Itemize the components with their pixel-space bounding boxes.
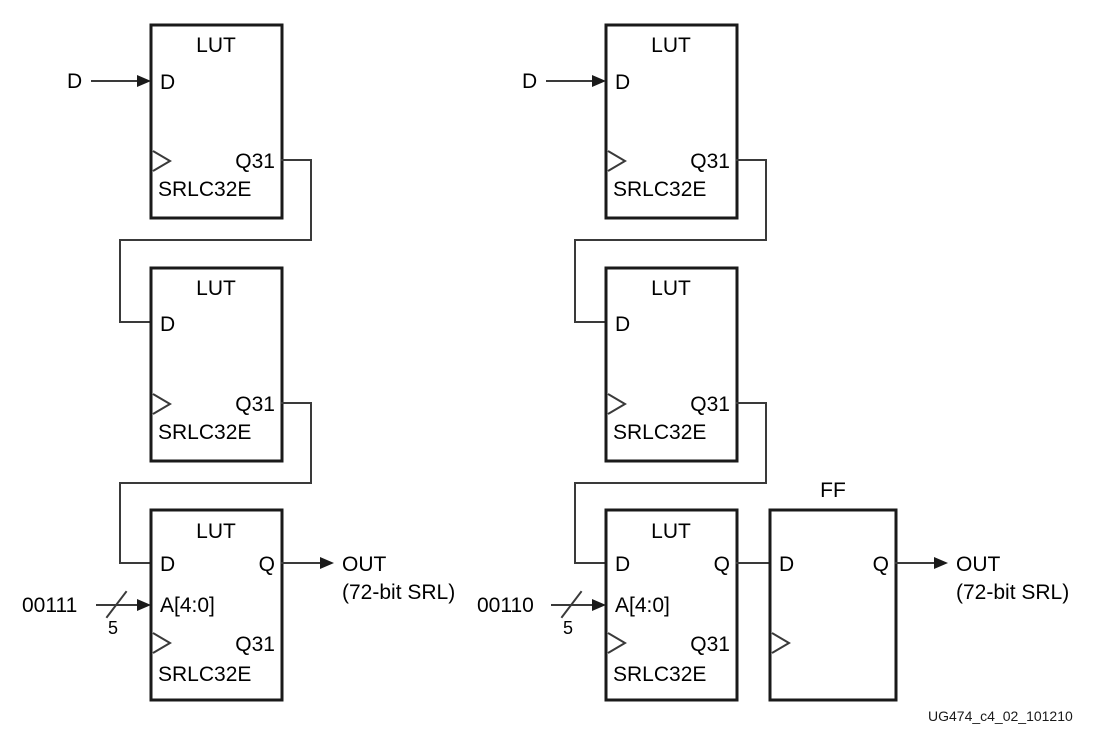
right-srl-1-clock-icon (607, 150, 627, 172)
right-srl-3-title: LUT (651, 520, 691, 543)
left-srl-3-pin-q: Q (259, 553, 275, 576)
right-srl-1-title: LUT (651, 34, 691, 57)
right-input-arrowhead (592, 75, 606, 87)
left-srl-1-title: LUT (196, 34, 236, 57)
figure-footer-label: UG474_c4_02_101210 (928, 708, 1073, 724)
right-srl-1-block[interactable] (604, 23, 739, 220)
right-wire-srl1-to-srl2 (574, 159, 767, 323)
right-address-arrowhead (592, 599, 606, 611)
right-srl-3-pin-d: D (615, 553, 630, 576)
left-srl-1-pin-q31: Q31 (235, 150, 275, 173)
left-input-signal-label: D (67, 70, 82, 93)
left-srl-2-clock-icon (152, 393, 172, 415)
left-srl-2-subtitle: SRLC32E (158, 421, 251, 444)
left-address-bus-width-label: 5 (108, 618, 118, 638)
left-address-arrowhead (137, 599, 151, 611)
left-srl-2-pin-q31: Q31 (235, 393, 275, 416)
right-srl-2-subtitle: SRLC32E (613, 421, 706, 444)
right-input-signal-label: D (522, 70, 537, 93)
left-srl-3-block[interactable] (149, 508, 284, 702)
left-srl-2-title: LUT (196, 277, 236, 300)
left-output-signal-label: OUT (342, 553, 387, 576)
left-srl-1-clock-icon (152, 150, 172, 172)
right-srl-2-block[interactable] (604, 266, 739, 463)
left-srl-1-pin-d: D (160, 71, 175, 94)
right-wire-srl2-to-srl3 (574, 402, 767, 564)
right-output-note-label: (72-bit SRL) (956, 581, 1069, 604)
right-srl-2-pin-d: D (615, 313, 630, 336)
left-address-bus-slash (105, 590, 128, 619)
left-srl-2-pin-d: D (160, 313, 175, 336)
right-srl-2-title: LUT (651, 277, 691, 300)
right-ff-clock-icon (771, 632, 791, 654)
right-srl-1-pin-q31: Q31 (690, 150, 730, 173)
left-srl-1-subtitle: SRLC32E (158, 178, 251, 201)
left-srl-2-block[interactable] (149, 266, 284, 463)
left-input-arrowhead (137, 75, 151, 87)
left-wire-srl1-to-srl2 (119, 159, 312, 323)
left-address-value-label: 00111 (22, 594, 77, 617)
right-srl-3-subtitle: SRLC32E (613, 663, 706, 686)
left-output-note-label: (72-bit SRL) (342, 581, 455, 604)
left-srl-3-subtitle: SRLC32E (158, 663, 251, 686)
right-ff-pin-q: Q (873, 553, 889, 576)
right-srl-1-pin-d: D (615, 71, 630, 94)
right-srl-3-pin-q: Q (714, 553, 730, 576)
right-address-bus-slash (560, 590, 583, 619)
left-srl-1-block[interactable] (149, 23, 284, 220)
left-wire-srl2-to-srl3 (119, 402, 312, 564)
left-srl-3-title: LUT (196, 520, 236, 543)
right-output-signal-label: OUT (956, 553, 1001, 576)
right-ff-title: FF (820, 479, 846, 502)
left-srl-3-pin-addr: A[4:0] (160, 594, 215, 617)
right-srl-3-clock-icon (607, 632, 627, 654)
right-srl-3-pin-q31: Q31 (690, 633, 730, 656)
left-srl-3-clock-icon (152, 632, 172, 654)
right-address-value-label: 00110 (477, 594, 534, 617)
right-srl-3-pin-addr: A[4:0] (615, 594, 670, 617)
left-srl-3-pin-q31: Q31 (235, 633, 275, 656)
right-srl-1-subtitle: SRLC32E (613, 178, 706, 201)
right-srl-2-clock-icon (607, 393, 627, 415)
right-ff-pin-d: D (779, 553, 794, 576)
right-ff-block[interactable] (768, 508, 898, 702)
left-srl-3-pin-d: D (160, 553, 175, 576)
right-output-arrowhead (934, 557, 948, 569)
left-output-arrowhead (320, 557, 334, 569)
right-srl-2-pin-q31: Q31 (690, 393, 730, 416)
right-address-bus-width-label: 5 (563, 618, 573, 638)
